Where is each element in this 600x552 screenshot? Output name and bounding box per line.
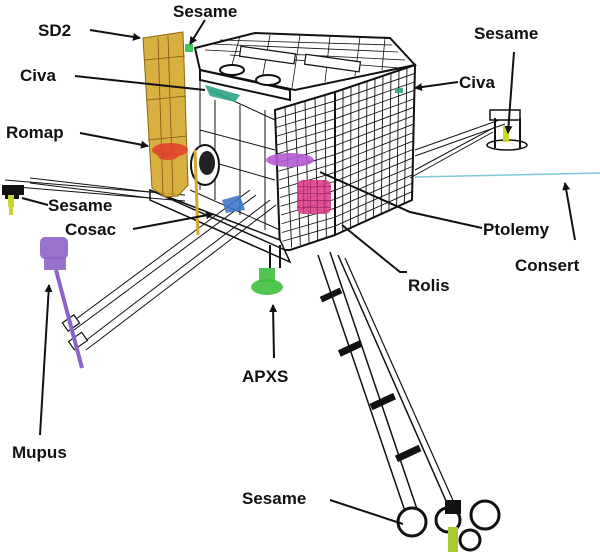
grid-line [334,174,413,209]
grid-line [278,163,336,181]
sesame-top-sensor [185,44,193,52]
grid-line [334,89,415,120]
grid-line [334,115,415,147]
grid-line [334,132,414,164]
label-civa-left: Civa [20,66,56,85]
grid-line [334,106,415,138]
grid-line [276,118,336,137]
top-port-2 [255,74,281,86]
top-panel-window-2 [303,53,362,73]
grid-line [334,165,413,200]
label-mupus: Mupus [12,443,67,462]
label-sesame-right: Sesame [474,24,538,43]
ptolemy-top [266,153,314,167]
grid-line [334,182,413,218]
romap-sensor [152,143,188,160]
hatch-inner [199,151,215,175]
right-foot [486,109,528,151]
label-apxs: APXS [242,367,288,386]
grid-line [334,140,414,173]
sd2-arrow [89,29,141,41]
grid-line [334,81,415,111]
mupus-penetrator [40,237,84,369]
grid-line [334,98,415,129]
bottom-foot [396,499,501,552]
civa-right-camera [395,88,403,93]
label-sesame-top: Sesame [173,2,237,21]
ptolemy-grid-lines [297,180,331,214]
front-leg [317,251,456,521]
civa-right-arrow [414,81,459,91]
civa-left-camera [205,85,240,102]
civa-left-line [74,75,206,91]
label-consert: Consert [515,256,580,275]
sesame-left-line [21,197,49,206]
sesame-bottom-line [329,499,404,525]
sesame-right-arrow [504,51,515,134]
label-rolis: Rolis [408,276,450,295]
label-sesame-left: Sesame [48,196,112,215]
grid-line [276,127,336,146]
label-sesame-bottom: Sesame [242,489,306,508]
grid-line [281,216,336,233]
grid-line [275,100,336,120]
consert-arrow [562,182,576,241]
apxs-spectrometer [251,268,283,295]
label-cosac: Cosac [65,220,116,239]
apxs-arrow [269,304,278,359]
cosac-instrument [222,195,245,213]
grid-line [334,148,414,182]
romap-arrow [79,132,149,149]
top-panel-window [238,45,297,65]
lander-body [149,31,417,268]
right-face-grid [334,67,415,232]
grid-line [282,225,336,242]
mupus-arrow [39,284,53,436]
grid-line [334,73,415,102]
rolis-line [341,224,407,273]
cosac-arrow [132,211,214,230]
grid-line [277,136,336,155]
right-leg [409,117,506,179]
grid-line [275,109,336,128]
label-sd2: SD2 [38,21,71,40]
consert-antenna [414,172,600,178]
top-port-1 [219,64,245,76]
label-ptolemy: Ptolemy [483,220,550,239]
ptolemy-line [319,171,483,229]
grid-line [334,191,413,227]
sesame-top-arrow [189,19,206,45]
label-civa-right: Civa [459,73,495,92]
ptolemy-grid [297,180,331,214]
callouts: SD2 Sesame Civa Romap Sesame Cosac Mupus… [6,2,580,525]
grid-line [334,123,414,155]
strut-lower-left [67,189,286,351]
bottom-plate [149,188,292,264]
label-romap: Romap [6,123,64,142]
left-foot [2,185,24,215]
instruments [40,31,600,369]
